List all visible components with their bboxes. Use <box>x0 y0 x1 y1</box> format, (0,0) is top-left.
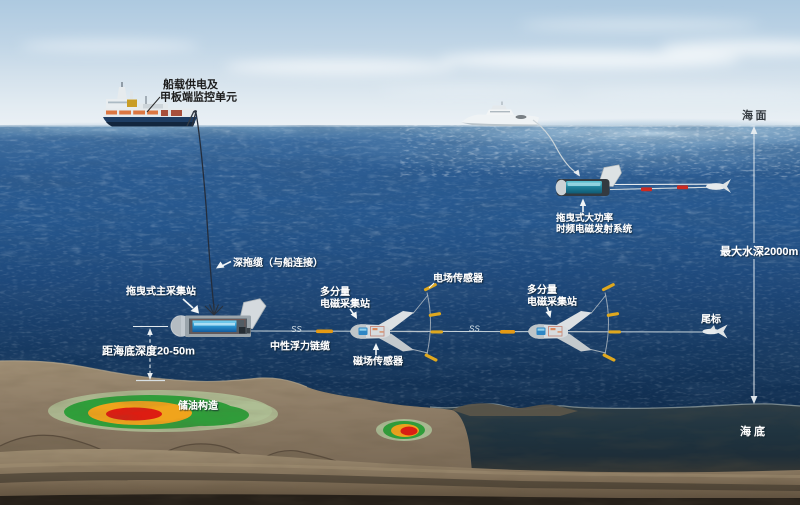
svg-text:磁场传感器: 磁场传感器 <box>353 355 404 368</box>
svg-text:电磁采集站: 电磁采集站 <box>527 295 577 308</box>
svg-text:SS: SS <box>291 325 302 334</box>
svg-text:储油构造: 储油构造 <box>177 399 219 412</box>
svg-text:海面: 海面 <box>742 108 769 122</box>
svg-text:最大水深2000m: 最大水深2000m <box>720 244 798 258</box>
svg-text:深拖缆（与船连接）: 深拖缆（与船连接） <box>233 256 323 269</box>
svg-text:多分量: 多分量 <box>527 283 557 296</box>
svg-text:电磁采集站: 电磁采集站 <box>320 297 370 310</box>
svg-text:拖曳式主采集站: 拖曳式主采集站 <box>126 285 196 298</box>
svg-text:SS: SS <box>469 325 480 334</box>
svg-text:多分量: 多分量 <box>320 285 350 298</box>
svg-text:中性浮力链缆: 中性浮力链缆 <box>270 340 330 353</box>
svg-text:距海底深度20-50m: 距海底深度20-50m <box>102 344 195 358</box>
svg-text:时频电磁发射系统: 时频电磁发射系统 <box>556 223 633 235</box>
svg-text:拖曳式大功率: 拖曳式大功率 <box>556 212 614 224</box>
svg-text:船载供电及: 船载供电及 <box>163 77 219 91</box>
svg-text:海底: 海底 <box>740 424 768 438</box>
svg-text:电场传感器: 电场传感器 <box>433 272 484 285</box>
svg-text:尾标: 尾标 <box>701 313 721 326</box>
svg-text:甲板端监控单元: 甲板端监控单元 <box>160 90 237 104</box>
